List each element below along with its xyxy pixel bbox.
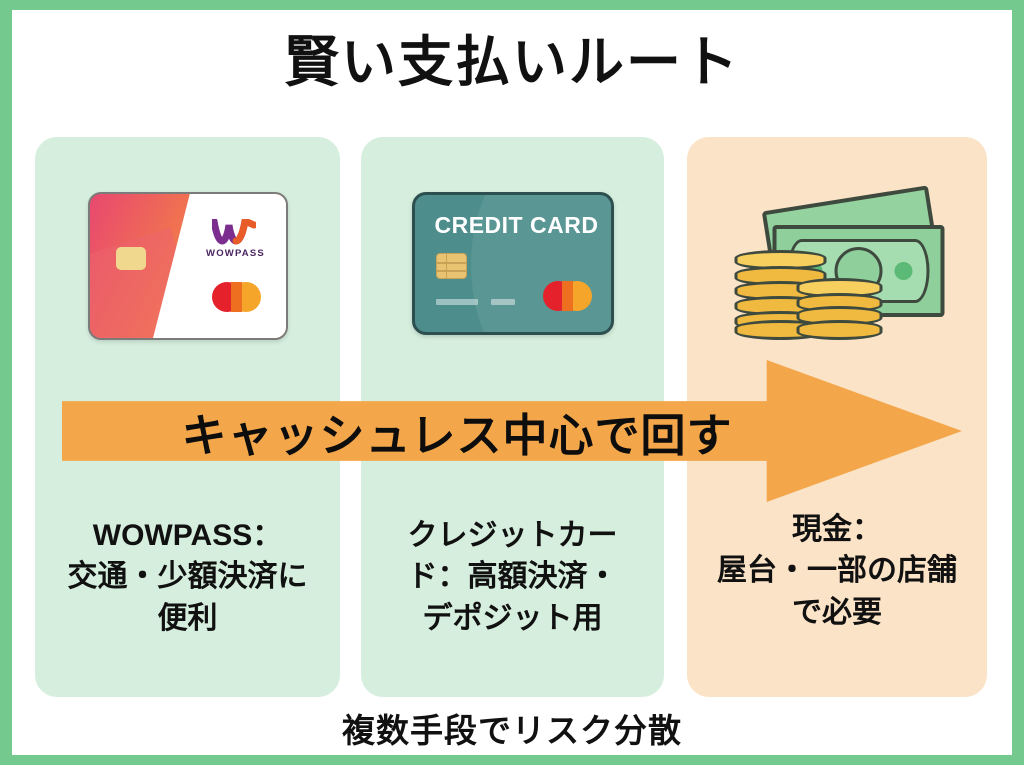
cash-bills-and-coins-icon: [734, 185, 945, 342]
credit-card-chip-icon: [435, 253, 467, 279]
panel-credit-card-caption: クレジットカー ド：高額決済・ デポジット用: [361, 515, 664, 639]
footer-note: 複数手段でリスク分散: [342, 712, 682, 749]
caption-line: 屋台・一部の店舗: [717, 554, 957, 588]
cash-illustration: [734, 185, 945, 342]
panel-credit-card-art: CREDIT CARD: [361, 137, 664, 497]
mastercard-overlap: [561, 281, 573, 311]
wowpass-w-logo-icon: [211, 219, 256, 245]
wowpass-card-illustration: WOWPASS: [87, 192, 288, 340]
caption-line: で必要: [792, 595, 882, 629]
panel-cash-caption: 現金： 屋台・一部の店舗 で必要: [687, 509, 987, 633]
mastercard-logo-icon: [211, 282, 261, 312]
credit-card-number-dash: [490, 299, 515, 305]
caption-line: 便利: [157, 601, 218, 635]
arrow-banner-label: キャッシュレス中心で回す: [181, 409, 733, 461]
panel-cash-art: [687, 137, 987, 497]
wowpass-card-white-wedge: [152, 194, 286, 338]
poster-canvas: 賢い支払いルート WOWPASS: [12, 10, 1012, 755]
caption-line: 現金：: [792, 513, 882, 546]
caption-line: デポジット用: [422, 601, 603, 635]
mastercard-logo-icon: [542, 281, 592, 311]
wowpass-card: WOWPASS: [87, 192, 288, 340]
wowpass-chip-icon: [115, 247, 146, 270]
page-title: 賢い支払いルート: [283, 31, 740, 93]
credit-card: CREDIT CARD: [411, 192, 614, 335]
caption-line: WOWPASS：: [92, 519, 283, 552]
mastercard-overlap: [230, 282, 242, 312]
credit-card-illustration: CREDIT CARD: [411, 192, 614, 335]
credit-card-number-dash: [435, 299, 478, 305]
banknote-dot: [894, 262, 913, 280]
panel-wowpass-art: WOWPASS: [35, 137, 340, 497]
cashless-arrow-banner: キャッシュレス中心で回す: [62, 360, 962, 502]
panel-wowpass-caption: WOWPASS： 交通・少額決済に 便利: [35, 515, 340, 639]
credit-card-sheen: [470, 195, 611, 332]
caption-line: 交通・少額決済に: [67, 560, 308, 594]
caption-line: クレジットカー: [407, 519, 618, 552]
caption-line: ド：高額決済・: [407, 560, 618, 594]
wowpass-brand-text: WOWPASS: [206, 248, 265, 259]
coin: [796, 320, 883, 340]
credit-card-label: CREDIT CARD: [434, 212, 599, 238]
coin-stack-short: [796, 278, 883, 340]
